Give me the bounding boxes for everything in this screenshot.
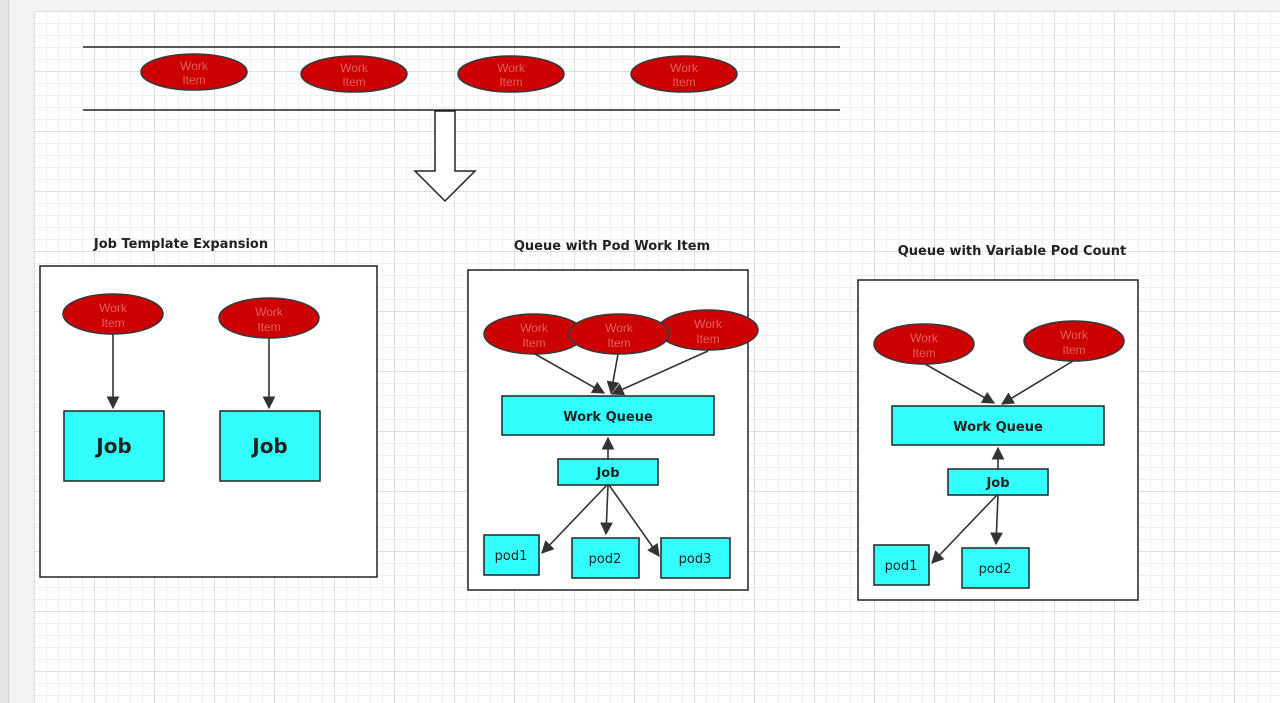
edge-arrow (931, 494, 998, 564)
work-item[interactable]: Work Item (62, 293, 164, 335)
edge-arrow (610, 350, 709, 396)
section-queue-pod-work-item: Queue with Pod Work Item Work Item Work … (467, 239, 759, 591)
work-item[interactable]: Work Item (657, 309, 759, 351)
work-item-label-line2: Item (1062, 343, 1085, 357)
work-item-label-line1: Work (255, 305, 284, 319)
job-box[interactable]: Job (63, 410, 165, 482)
edge-arrow (600, 484, 613, 536)
work-item-label-line1: Work (340, 61, 369, 75)
work-item-label-line2: Item (522, 336, 545, 350)
work-item-label-line1: Work (670, 61, 699, 75)
edge-arrow (990, 494, 1003, 546)
job-label: Job (94, 434, 132, 458)
work-item[interactable]: Work Item (873, 323, 975, 365)
work-item[interactable]: Work Item (140, 53, 248, 91)
edge-arrow (608, 484, 660, 558)
work-item-label-line1: Work (520, 321, 549, 335)
edge-arrow (1000, 360, 1074, 405)
work-item-label-line2: Item (499, 75, 522, 89)
work-item-label-line1: Work (605, 321, 634, 335)
work-queue-box[interactable]: Work Queue (501, 395, 715, 436)
work-item-label-line2: Item (672, 75, 695, 89)
job-label: Job (985, 476, 1009, 491)
work-item-label-line1: Work (910, 331, 939, 345)
section-title: Job Template Expansion (93, 237, 268, 252)
work-item-label-line2: Item (257, 320, 280, 334)
work-item-label-line2: Item (912, 346, 935, 360)
work-item[interactable]: Work Item (457, 55, 565, 93)
pod-label: pod1 (495, 549, 528, 564)
section-job-template-expansion: Job Template Expansion Work Item Work It… (39, 237, 378, 578)
job-box[interactable]: Job (219, 410, 321, 482)
work-item-label-line1: Work (180, 59, 209, 73)
job-box[interactable]: Job (947, 468, 1049, 496)
section-title: Queue with Pod Work Item (514, 239, 710, 254)
down-arrow-icon (413, 110, 477, 203)
pod-label: pod2 (589, 552, 622, 567)
top-queue-lane: Work Item Work Item Work Item Work Item (83, 46, 840, 111)
work-item-label-line2: Item (607, 336, 630, 350)
section-title: Queue with Variable Pod Count (898, 244, 1127, 259)
work-item-label-line2: Item (101, 316, 124, 330)
left-rail (0, 0, 9, 703)
work-item-label-line1: Work (1060, 328, 1089, 342)
work-item[interactable]: Work Item (218, 297, 320, 339)
work-item-label-line2: Item (342, 75, 365, 89)
pod-box[interactable]: pod1 (873, 544, 930, 586)
edge-arrow (541, 484, 608, 554)
job-label: Job (250, 434, 288, 458)
work-item-label-line2: Item (182, 73, 205, 87)
pod-box[interactable]: pod1 (483, 534, 540, 576)
job-label: Job (595, 466, 619, 481)
pod-label: pod3 (679, 552, 712, 567)
work-item-label-line1: Work (497, 61, 526, 75)
work-item[interactable]: Work Item (1023, 320, 1125, 362)
pod-label: pod2 (979, 562, 1012, 577)
pod-label: pod1 (885, 559, 918, 574)
work-item[interactable]: Work Item (568, 313, 670, 355)
pod-box[interactable]: pod3 (660, 537, 731, 579)
job-box[interactable]: Job (557, 458, 659, 486)
work-item[interactable]: Work Item (630, 55, 738, 93)
pod-box[interactable]: pod2 (571, 537, 640, 579)
work-item-label-line1: Work (694, 317, 723, 331)
work-item[interactable]: Work Item (483, 313, 585, 355)
section-queue-variable-pod-count: Queue with Variable Pod Count Work Item … (857, 244, 1139, 601)
work-queue-label: Work Queue (563, 410, 653, 425)
work-item-label-line2: Item (696, 332, 719, 346)
work-queue-box[interactable]: Work Queue (891, 405, 1105, 446)
work-queue-label: Work Queue (953, 420, 1043, 435)
work-item-label-line1: Work (99, 301, 128, 315)
pod-box[interactable]: pod2 (961, 547, 1030, 589)
edge-arrow (534, 353, 606, 394)
edge-arrow (924, 363, 996, 404)
work-item[interactable]: Work Item (300, 55, 408, 93)
